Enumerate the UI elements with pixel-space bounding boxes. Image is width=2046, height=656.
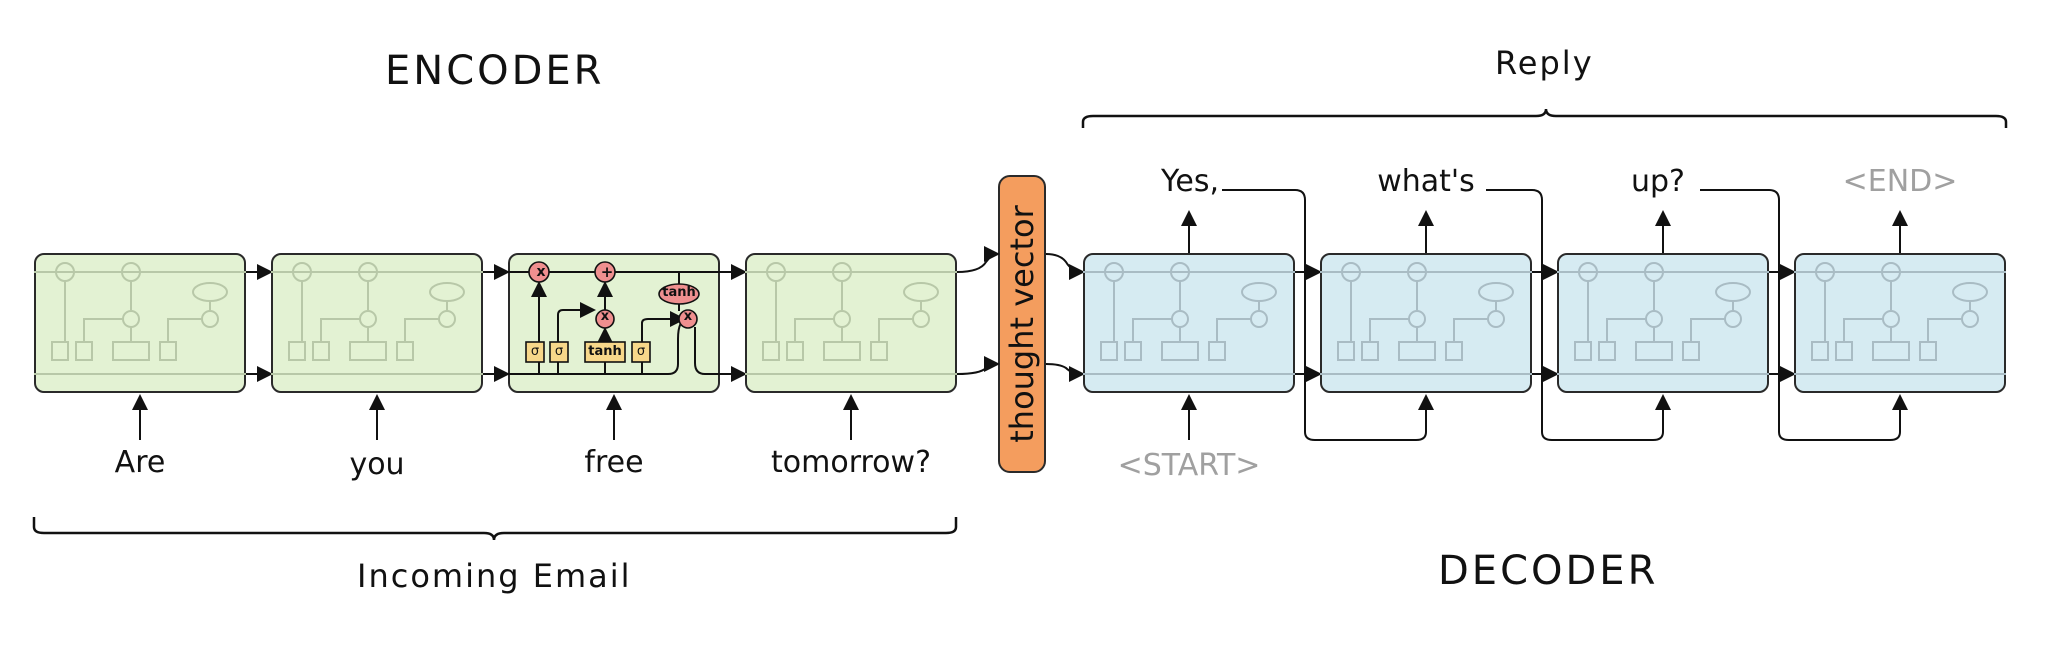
decoder-output-word-2: what's — [1377, 164, 1475, 199]
decoder-end-token: <END> — [1842, 164, 1958, 199]
output-multiply-label: x — [683, 309, 693, 324]
incoming-email-brace — [32, 517, 958, 541]
input-sigma-label: σ — [554, 344, 564, 359]
forget-sigma-label: σ — [530, 344, 540, 359]
incoming-email-title: Incoming Email — [357, 557, 632, 595]
encoder-input-word-1: Are — [114, 445, 166, 480]
output-sigma-label: σ — [636, 344, 646, 359]
tanh-gate-label: tanh — [588, 344, 622, 359]
input-multiply-label: x — [600, 309, 610, 324]
encoder-input-word-2: you — [349, 447, 405, 482]
decoder-start-token: <START> — [1117, 448, 1261, 483]
forget-multiply-label: x — [536, 264, 546, 280]
reply-brace — [1081, 108, 2008, 128]
encoder-title: ENCODER — [385, 48, 605, 94]
thought-vector: thought vector — [998, 175, 1046, 473]
cell-add-label: + — [600, 263, 614, 281]
reply-title: Reply — [1495, 44, 1594, 82]
decoder-title: DECODER — [1438, 548, 1659, 594]
encoder-input-word-4: tomorrow? — [771, 445, 931, 480]
decoder-output-word-3: up? — [1631, 164, 1685, 199]
tanh-cell-label: tanh — [662, 285, 696, 300]
encoder-input-word-3: free — [584, 445, 644, 480]
decoder-output-word-1: Yes, — [1161, 164, 1219, 199]
lstm-detail — [508, 261, 720, 375]
